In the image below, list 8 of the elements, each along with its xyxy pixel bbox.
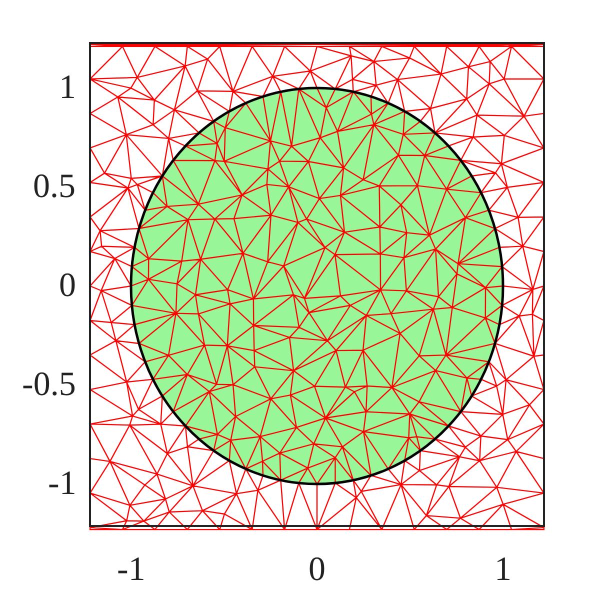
axis-tick-label: 1 (494, 553, 512, 587)
axis-tick-label: -0.5 (22, 368, 76, 402)
axis-tick-label: 0 (59, 269, 76, 303)
axis-tick-label: -1 (117, 553, 146, 587)
axis-tick-label: -1 (48, 467, 76, 501)
axis-tick-label: 1 (59, 71, 76, 105)
axis-tick-label: 0.5 (33, 170, 76, 204)
axis-tick-label: 0 (308, 553, 326, 587)
